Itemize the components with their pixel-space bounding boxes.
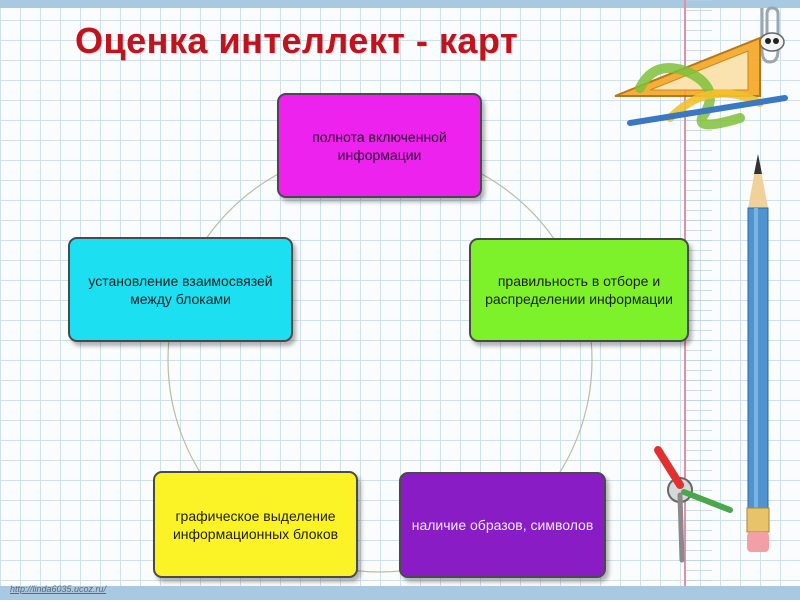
compass-icon	[654, 446, 733, 563]
ruler-triangle-icon	[614, 36, 788, 130]
cycle-node-links: установление взаимосвязей между блоками	[68, 237, 293, 342]
cycle-node-images: наличие образов, символов	[399, 472, 606, 578]
slide-title: Оценка интеллект - карт	[75, 20, 519, 61]
node-label-correctness: правильность в отборе и распределении ин…	[485, 273, 673, 307]
cycle-node-graphics: графическое выделение информационных бло…	[153, 471, 358, 578]
node-label-links: установление взаимосвязей между блоками	[88, 272, 273, 307]
pencil-icon	[746, 154, 770, 552]
node-label-completeness: полнота включенной информации	[312, 128, 447, 163]
frame-bottom-border	[0, 586, 800, 600]
node-label-graphics: графическое выделение информационных бло…	[172, 507, 339, 542]
footer-link[interactable]: http://linda6035.ucoz.ru/	[10, 584, 107, 594]
node-label-images: наличие образов, символов	[411, 517, 594, 533]
cycle-node-completeness: полнота включенной информации	[277, 93, 482, 198]
frame-top-border	[0, 0, 800, 8]
paperclip-icon	[759, 6, 785, 64]
cycle-node-correctness: правильность в отборе и распределении ин…	[469, 238, 689, 342]
